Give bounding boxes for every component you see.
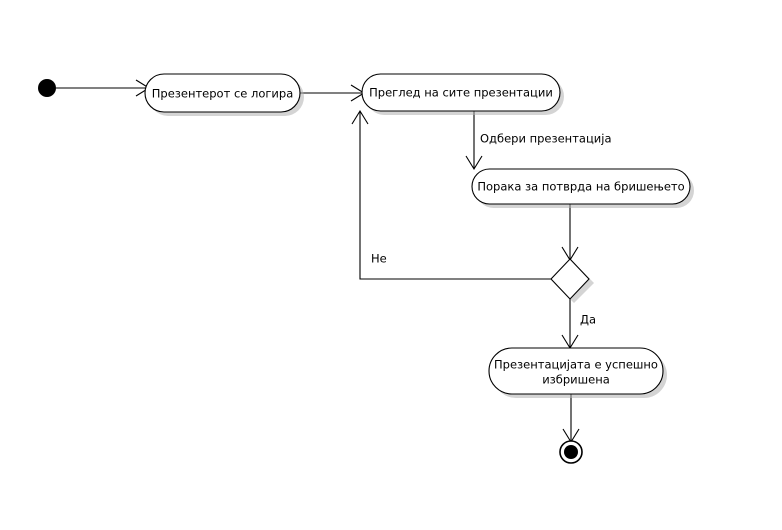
edge-label-no: Не xyxy=(371,252,387,266)
edge-confirm-to-decision xyxy=(561,204,579,262)
action-node-confirm-message-label: Порака за потврда на бришењето xyxy=(477,180,684,194)
edge-decision-yes-to-deleted: Да xyxy=(561,299,596,350)
action-node-deleted-label-line1: Презентацијата е успешно xyxy=(494,358,658,372)
final-node[interactable] xyxy=(559,440,583,464)
edge-label-select-presentation: Одбери презентација xyxy=(480,132,612,146)
decision-node[interactable] xyxy=(550,258,594,303)
initial-node[interactable] xyxy=(38,79,56,97)
action-node-deleted-label-line2: избришена xyxy=(542,373,610,387)
action-node-deleted[interactable]: Презентацијата е успешно избришена xyxy=(488,347,667,398)
edge-overview-to-confirm: Одбери презентација xyxy=(465,111,612,171)
action-node-confirm-message[interactable]: Порака за потврда на бришењето xyxy=(471,168,694,208)
edge-initial-to-login xyxy=(56,79,151,97)
action-node-login-label: Презентерот се логира xyxy=(152,87,294,101)
edge-login-to-overview xyxy=(300,84,366,102)
edge-decision-no-to-overview: Не xyxy=(351,109,551,280)
edge-label-yes: Да xyxy=(580,313,596,327)
action-node-login[interactable]: Презентерот се логира xyxy=(144,73,304,116)
action-node-overview-label: Преглед на сите презентации xyxy=(369,86,553,100)
edge-deleted-to-final xyxy=(562,394,580,444)
action-node-overview[interactable]: Преглед на сите презентации xyxy=(361,73,564,115)
